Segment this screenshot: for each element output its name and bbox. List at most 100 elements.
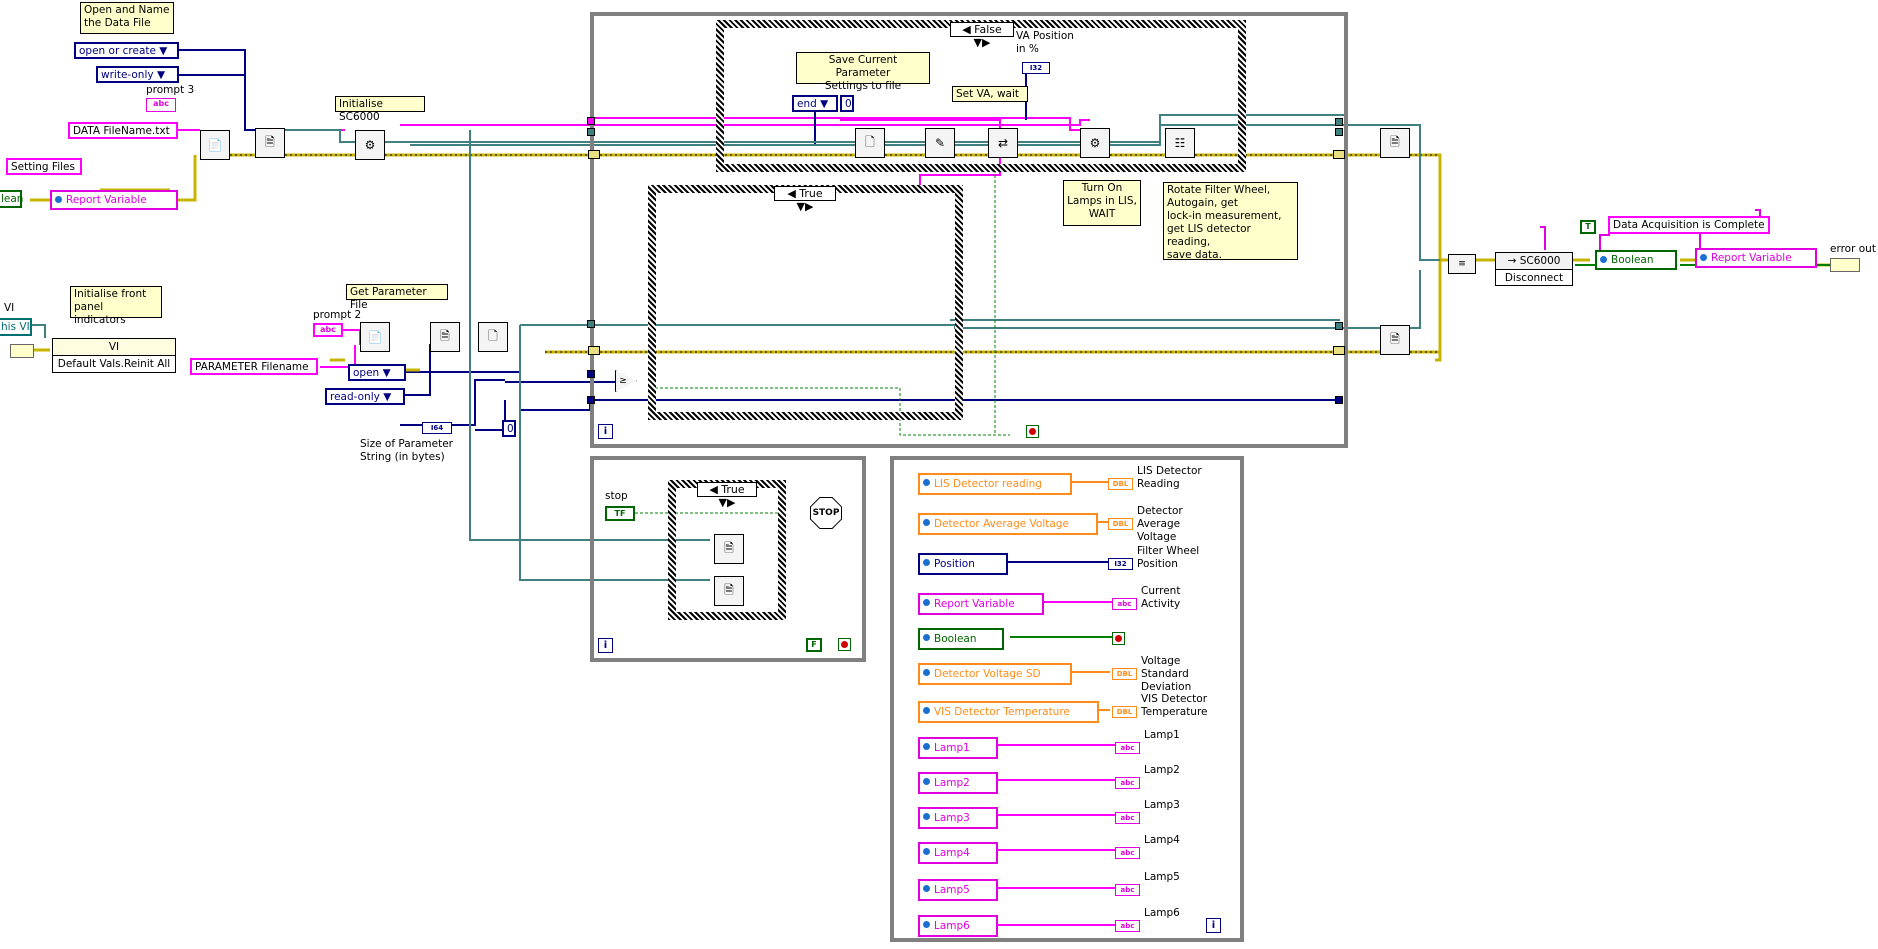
sc6000-disconnect-node[interactable]: → SC6000 Disconnect bbox=[1495, 252, 1573, 286]
indicator-property-node[interactable]: Lamp2 bbox=[918, 772, 998, 794]
boolean-property-node-right[interactable]: Boolean bbox=[1595, 250, 1677, 270]
indicator-node-text: Lamp1 bbox=[934, 742, 970, 754]
indicator-property-node[interactable]: Detector Voltage SD bbox=[918, 663, 1072, 685]
stop-node: STOP bbox=[810, 497, 842, 529]
tunnel bbox=[1335, 128, 1343, 136]
close-file-node-top[interactable]: 🗎 bbox=[1380, 128, 1410, 158]
tunnel bbox=[587, 128, 595, 136]
read-text-file-node[interactable]: 🗋 bbox=[478, 322, 508, 352]
case-selector-false[interactable]: ◀ False ▼▶ bbox=[950, 22, 1014, 49]
vi-label: VI bbox=[4, 302, 15, 314]
dropdown-arrow-icon: ▼ bbox=[159, 45, 168, 57]
case-selector-true-inner[interactable]: ◀ True ▼▶ bbox=[774, 186, 836, 213]
error-in-constant bbox=[10, 344, 34, 358]
indicator-property-node[interactable]: Boolean bbox=[918, 628, 1004, 650]
indicator-property-node[interactable]: Position bbox=[918, 553, 1008, 575]
indicator-label: Filter Wheel Position bbox=[1137, 545, 1200, 570]
boolean-cut-constant[interactable]: lean bbox=[0, 190, 23, 208]
indicator-terminal: abc bbox=[1115, 812, 1140, 824]
indicator-label: Current Activity bbox=[1141, 585, 1181, 610]
open-file-node-param[interactable]: 🗎 bbox=[430, 322, 460, 352]
close-file-icon: 🗎 bbox=[724, 582, 734, 597]
indicator-property-node[interactable]: Lamp5 bbox=[918, 879, 998, 901]
dropdown-arrow-icon: ▼ bbox=[383, 391, 392, 403]
merge-errors-icon: ≡ bbox=[1458, 259, 1466, 269]
case-left-arrow-icon: ◀ bbox=[962, 23, 971, 36]
indicator-property-node[interactable]: Lamp4 bbox=[918, 842, 998, 864]
merge-errors-node[interactable]: ≡ bbox=[1448, 254, 1476, 274]
sc6000-init-node[interactable]: ⚙ bbox=[355, 130, 385, 160]
close-file-node-stop-b[interactable]: 🗎 bbox=[714, 576, 744, 606]
close-file-node-mid[interactable]: 🗎 bbox=[1380, 325, 1410, 355]
close-file-node-stop-a[interactable]: 🗎 bbox=[714, 534, 744, 564]
open-file-icon: 🗎 bbox=[265, 134, 275, 149]
indicator-node-text: Lamp2 bbox=[934, 777, 970, 789]
indicator-terminal: abc bbox=[1115, 920, 1140, 932]
sc6000-arrow-icon: → bbox=[1507, 255, 1517, 267]
parameter-filename-constant[interactable]: PARAMETER Filename bbox=[190, 358, 318, 375]
lamps-subvi-node[interactable]: ⚙ bbox=[1080, 128, 1110, 158]
case-selector-true-stop[interactable]: ◀ True ▼▶ bbox=[697, 482, 757, 509]
zero-constant-b[interactable]: 0 bbox=[502, 420, 516, 437]
error-out-indicator bbox=[1830, 258, 1860, 272]
indicator-while-loop bbox=[890, 456, 1244, 942]
file-dialog-node-param[interactable]: 📄 bbox=[360, 322, 390, 352]
set-file-position-node[interactable]: 🗋 bbox=[855, 128, 885, 158]
set-va-subvi-node[interactable]: ⇄ bbox=[988, 128, 1018, 158]
measurement-subvi-node[interactable]: ☷ bbox=[1165, 128, 1195, 158]
stop-label: stop bbox=[605, 490, 628, 502]
shift-register-right-top bbox=[1333, 150, 1345, 159]
open-constant[interactable]: open ▼ bbox=[348, 364, 406, 381]
indicator-property-node[interactable]: Lamp3 bbox=[918, 807, 998, 829]
case-value-text: False bbox=[974, 23, 1002, 36]
note-rotate-filter-wheel: Rotate Filter Wheel, Autogain, get lock-… bbox=[1163, 182, 1298, 261]
indicator-label: LIS Detector Reading bbox=[1137, 465, 1202, 490]
read-only-constant[interactable]: read-only ▼ bbox=[325, 388, 405, 405]
true-constant: T bbox=[1580, 220, 1596, 234]
sc6000-device-icon: ⚙ bbox=[364, 138, 376, 152]
indicator-property-node[interactable]: Report Variable bbox=[918, 593, 1044, 615]
case-left-arrow-icon: ◀ bbox=[787, 187, 796, 200]
read-file-icon: 🗋 bbox=[488, 328, 498, 343]
file-position-icon: 🗋 bbox=[865, 134, 875, 149]
stop-loop-terminal bbox=[838, 638, 851, 651]
open-file-node[interactable]: 🗎 bbox=[255, 128, 285, 158]
note-get-parameter-file: Get Parameter File bbox=[346, 284, 448, 311]
data-acquisition-complete-constant[interactable]: Data Acquisition is Complete bbox=[1608, 216, 1770, 234]
indicator-node-text: Lamp3 bbox=[934, 812, 970, 824]
indicator-property-node[interactable]: Lamp6 bbox=[918, 915, 998, 937]
open-text: open bbox=[353, 367, 380, 379]
note-initialise-sc6000: Initialise SC6000 bbox=[335, 96, 425, 123]
indicator-property-node[interactable]: LIS Detector reading bbox=[918, 473, 1072, 495]
end-constant[interactable]: end ▼ bbox=[792, 95, 838, 112]
i64-constant: I64 bbox=[422, 422, 452, 434]
report-variable-property-node-right[interactable]: Report Variable bbox=[1695, 248, 1817, 268]
dropdown-arrow-icon: ▼ bbox=[382, 367, 391, 379]
zero-constant-a[interactable]: 0 bbox=[840, 95, 854, 112]
stop-tf-terminal: TF bbox=[605, 506, 635, 521]
shift-register-left-mid bbox=[588, 346, 600, 355]
default-vals-reinit-node[interactable]: VI Default Vals.Reinit All bbox=[52, 338, 176, 373]
data-filename-constant[interactable]: DATA FileName.txt bbox=[68, 122, 178, 139]
indicator-property-node[interactable]: Lamp1 bbox=[918, 737, 998, 759]
write-only-constant[interactable]: write-only ▼ bbox=[96, 66, 179, 83]
indicator-terminal: abc bbox=[1115, 742, 1140, 754]
indicator-label: Lamp4 bbox=[1144, 834, 1180, 846]
indicator-label: Voltage Standard Deviation bbox=[1141, 655, 1192, 693]
setting-files-constant[interactable]: Setting Files bbox=[6, 158, 82, 175]
open-or-create-constant[interactable]: open or create ▼ bbox=[74, 42, 179, 59]
shift-register-right-mid bbox=[1333, 346, 1345, 355]
indicator-property-node[interactable]: Detector Average Voltage bbox=[918, 513, 1098, 535]
report-variable-text: Report Variable bbox=[1711, 252, 1792, 264]
stop-text: STOP bbox=[812, 508, 840, 518]
indicator-property-node[interactable]: VIS Detector Temperature bbox=[918, 701, 1099, 723]
report-variable-text: Report Variable bbox=[66, 194, 147, 206]
note-open-name-data-file: Open and Name the Data File bbox=[80, 2, 174, 34]
indicator-node-text: Detector Voltage SD bbox=[934, 668, 1041, 680]
file-dialog-node[interactable]: 📄 bbox=[200, 130, 230, 160]
indicator-label: Lamp1 bbox=[1144, 729, 1180, 741]
indicator-terminal: abc bbox=[1115, 884, 1140, 896]
write-text-file-node[interactable]: ✎ bbox=[925, 128, 955, 158]
report-variable-property-node-top[interactable]: Report Variable bbox=[50, 190, 178, 210]
sc6000-header: → SC6000 bbox=[1496, 253, 1572, 270]
